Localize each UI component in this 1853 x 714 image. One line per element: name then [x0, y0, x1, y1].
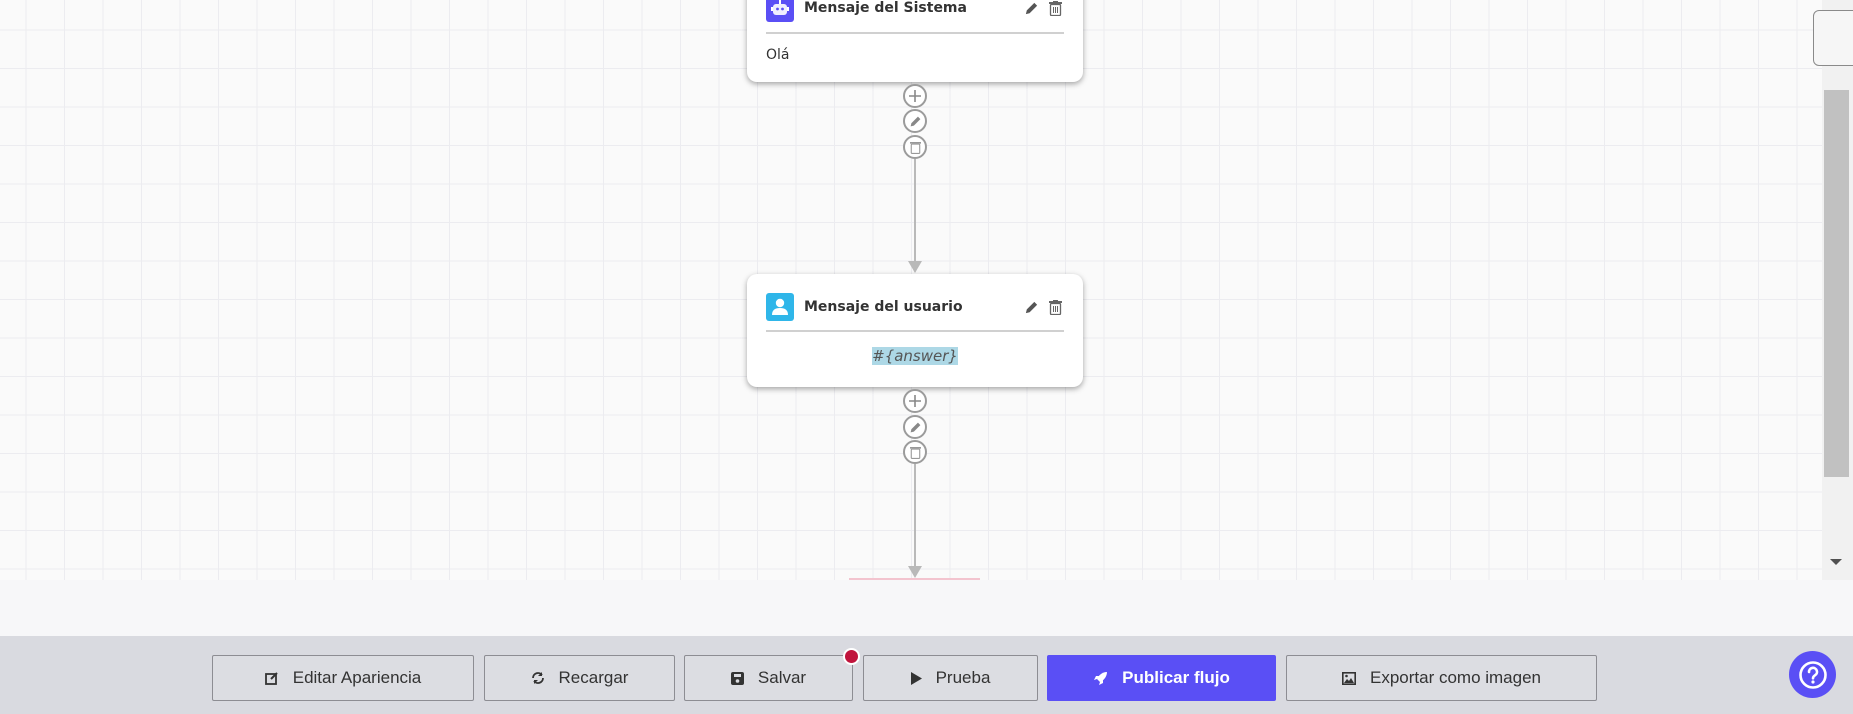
- edit-node-button[interactable]: [1022, 0, 1040, 17]
- connector-line: [914, 159, 916, 263]
- export-image-button[interactable]: Exportar como imagen: [1286, 655, 1597, 701]
- publish-flow-button[interactable]: Publicar flujo: [1047, 655, 1276, 701]
- save-icon: [730, 671, 744, 685]
- edit-connection-button[interactable]: [903, 415, 927, 439]
- scrollbar-thumb[interactable]: [1824, 90, 1849, 477]
- test-button[interactable]: Prueba: [863, 655, 1038, 701]
- delete-connection-button[interactable]: [903, 135, 927, 159]
- connector-line: [914, 464, 916, 568]
- edit-node-button[interactable]: [1022, 298, 1040, 316]
- rocket-icon: [1094, 671, 1108, 685]
- connector-arrow: [908, 566, 922, 578]
- node-content: #{answer}: [872, 347, 958, 365]
- refresh-icon: [531, 672, 544, 684]
- robot-icon: [766, 0, 794, 22]
- node-title: Mensaje del usuario: [804, 299, 963, 315]
- edit-appearance-button[interactable]: Editar Apariencia: [212, 655, 474, 701]
- help-button[interactable]: [1789, 651, 1836, 698]
- unsaved-changes-indicator: [843, 648, 860, 665]
- reload-button[interactable]: Recargar: [484, 655, 675, 701]
- user-icon: [766, 293, 794, 321]
- connector-arrow: [908, 261, 922, 273]
- node-system-message[interactable]: Mensaje del Sistema Olá: [747, 0, 1083, 82]
- minimap-panel[interactable]: [1813, 10, 1853, 66]
- vertical-scrollbar[interactable]: [1822, 0, 1853, 580]
- play-icon: [910, 671, 922, 685]
- edit-icon: [264, 672, 278, 685]
- bottom-toolbar: Editar Apariencia Recargar Salvar Prueba…: [0, 636, 1853, 714]
- node-title: Mensaje del Sistema: [804, 0, 967, 16]
- next-node-edge: [849, 578, 980, 580]
- delete-connection-button[interactable]: [903, 440, 927, 464]
- add-node-button[interactable]: [903, 389, 927, 413]
- node-content: Olá: [766, 47, 790, 63]
- scroll-down-arrow-icon[interactable]: [1830, 559, 1842, 565]
- add-node-button[interactable]: [903, 84, 927, 108]
- flow-canvas[interactable]: Mensaje del Sistema Olá Mensaje del usua…: [0, 0, 1822, 580]
- save-button[interactable]: Salvar: [684, 655, 853, 701]
- help-icon: [1798, 660, 1827, 689]
- delete-node-button[interactable]: [1046, 298, 1064, 316]
- node-user-message[interactable]: Mensaje del usuario #{answer}: [747, 274, 1083, 387]
- image-icon: [1341, 671, 1356, 685]
- edit-connection-button[interactable]: [903, 109, 927, 133]
- delete-node-button[interactable]: [1046, 0, 1064, 17]
